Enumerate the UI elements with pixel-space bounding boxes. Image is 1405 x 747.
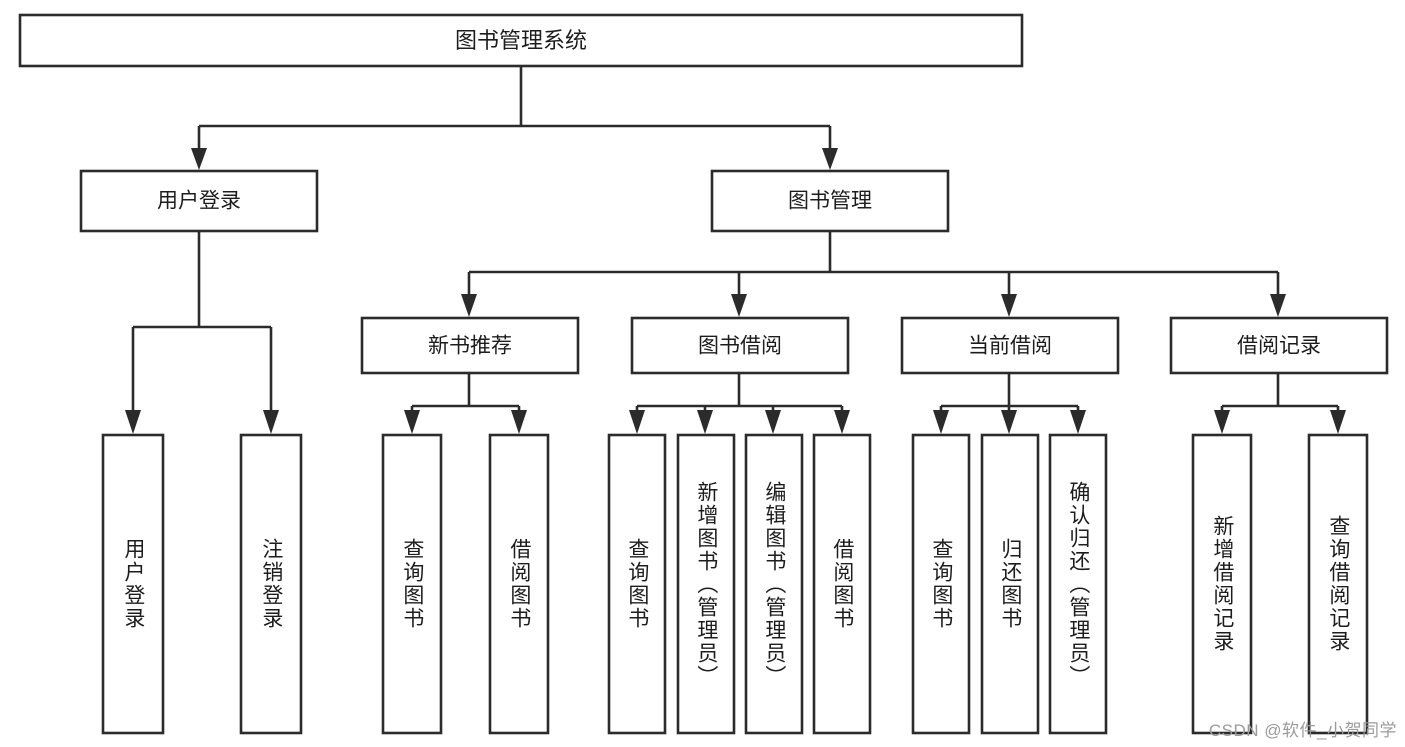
node-user-login-box[interactable] — [79, 169, 319, 233]
arrow-head-leaf-query-book-2 — [629, 410, 645, 434]
node-book-borrow-box[interactable] — [630, 316, 850, 375]
node-leaf-query-book-2-box[interactable] — [607, 433, 667, 735]
arrow-head-leaf-query-record — [1330, 410, 1346, 434]
arrow-head-book-admin — [822, 148, 838, 170]
node-user-login[interactable]: 用户登录 — [79, 169, 319, 233]
arrow-head-book-borrow — [731, 294, 747, 317]
node-book-borrow[interactable]: 图书借阅 — [630, 316, 850, 375]
arrow-head-borrow-record — [1270, 294, 1286, 317]
arrow-head-leaf-user-login — [125, 410, 141, 434]
arrow-head-leaf-query-book-1 — [404, 410, 420, 434]
arrow-head-new-book-rec — [461, 294, 477, 317]
node-root-label: 图书管理系统 — [455, 28, 587, 53]
node-leaf-user-logout-box[interactable] — [239, 433, 303, 735]
arrow-head-leaf-borrow-book-1 — [511, 410, 527, 434]
arrow-head-leaf-query-book-3 — [933, 410, 949, 434]
node-book-borrow-label: 图书借阅 — [698, 335, 782, 358]
node-leaf-borrow-book-2-box[interactable] — [812, 433, 872, 735]
node-leaf-query-book-1-box[interactable] — [381, 433, 443, 735]
node-leaf-user-login-box[interactable] — [101, 433, 165, 735]
node-current-borrow-box[interactable] — [900, 316, 1120, 375]
node-leaf-query-record-box[interactable] — [1307, 433, 1369, 735]
node-current-borrow-label: 当前借阅 — [968, 335, 1052, 358]
node-book-admin-box[interactable] — [710, 169, 950, 233]
node-borrow-record[interactable]: 借阅记录 — [1169, 316, 1389, 375]
csdn-watermark: CSDN @软件_小贺同学 — [1208, 721, 1397, 740]
node-user-login-label: 用户登录 — [157, 190, 241, 213]
node-borrow-record-box[interactable] — [1169, 316, 1389, 375]
arrow-head-leaf-return-book — [1001, 410, 1017, 434]
node-current-borrow[interactable]: 当前借阅 — [900, 316, 1120, 375]
arrow-head-leaf-user-logout — [263, 410, 279, 434]
node-leaf-return-book-box[interactable] — [980, 433, 1040, 735]
node-root[interactable]: 图书管理系统 — [18, 13, 1024, 68]
node-leaf-borrow-book-1-box[interactable] — [488, 433, 550, 735]
node-new-book-rec[interactable]: 新书推荐 — [360, 316, 580, 375]
node-leaf-add-book-box[interactable] — [676, 433, 736, 735]
node-leaf-add-record-box[interactable] — [1191, 433, 1253, 735]
node-root-box[interactable] — [18, 13, 1024, 68]
leaf-box-layer — [101, 433, 1369, 735]
arrow-head-leaf-edit-book — [765, 410, 781, 434]
node-leaf-confirm-return-box[interactable] — [1048, 433, 1108, 735]
node-leaf-edit-book-box[interactable] — [744, 433, 804, 735]
node-book-admin-label: 图书管理 — [788, 190, 872, 213]
node-new-book-rec-box[interactable] — [360, 316, 580, 375]
node-book-admin[interactable]: 图书管理 — [710, 169, 950, 233]
arrow-head-leaf-confirm-return — [1070, 410, 1086, 434]
node-new-book-rec-label: 新书推荐 — [428, 335, 512, 358]
arrow-head-leaf-borrow-book-2 — [834, 410, 850, 434]
node-leaf-query-book-3-box[interactable] — [911, 433, 971, 735]
arrow-head-user-login — [191, 148, 207, 170]
arrow-head-leaf-add-book — [697, 410, 713, 434]
connector-layer — [125, 66, 1346, 434]
arrow-head-current-borrow — [1001, 294, 1017, 317]
node-borrow-record-label: 借阅记录 — [1237, 335, 1321, 358]
arrow-head-leaf-add-record — [1214, 410, 1230, 434]
